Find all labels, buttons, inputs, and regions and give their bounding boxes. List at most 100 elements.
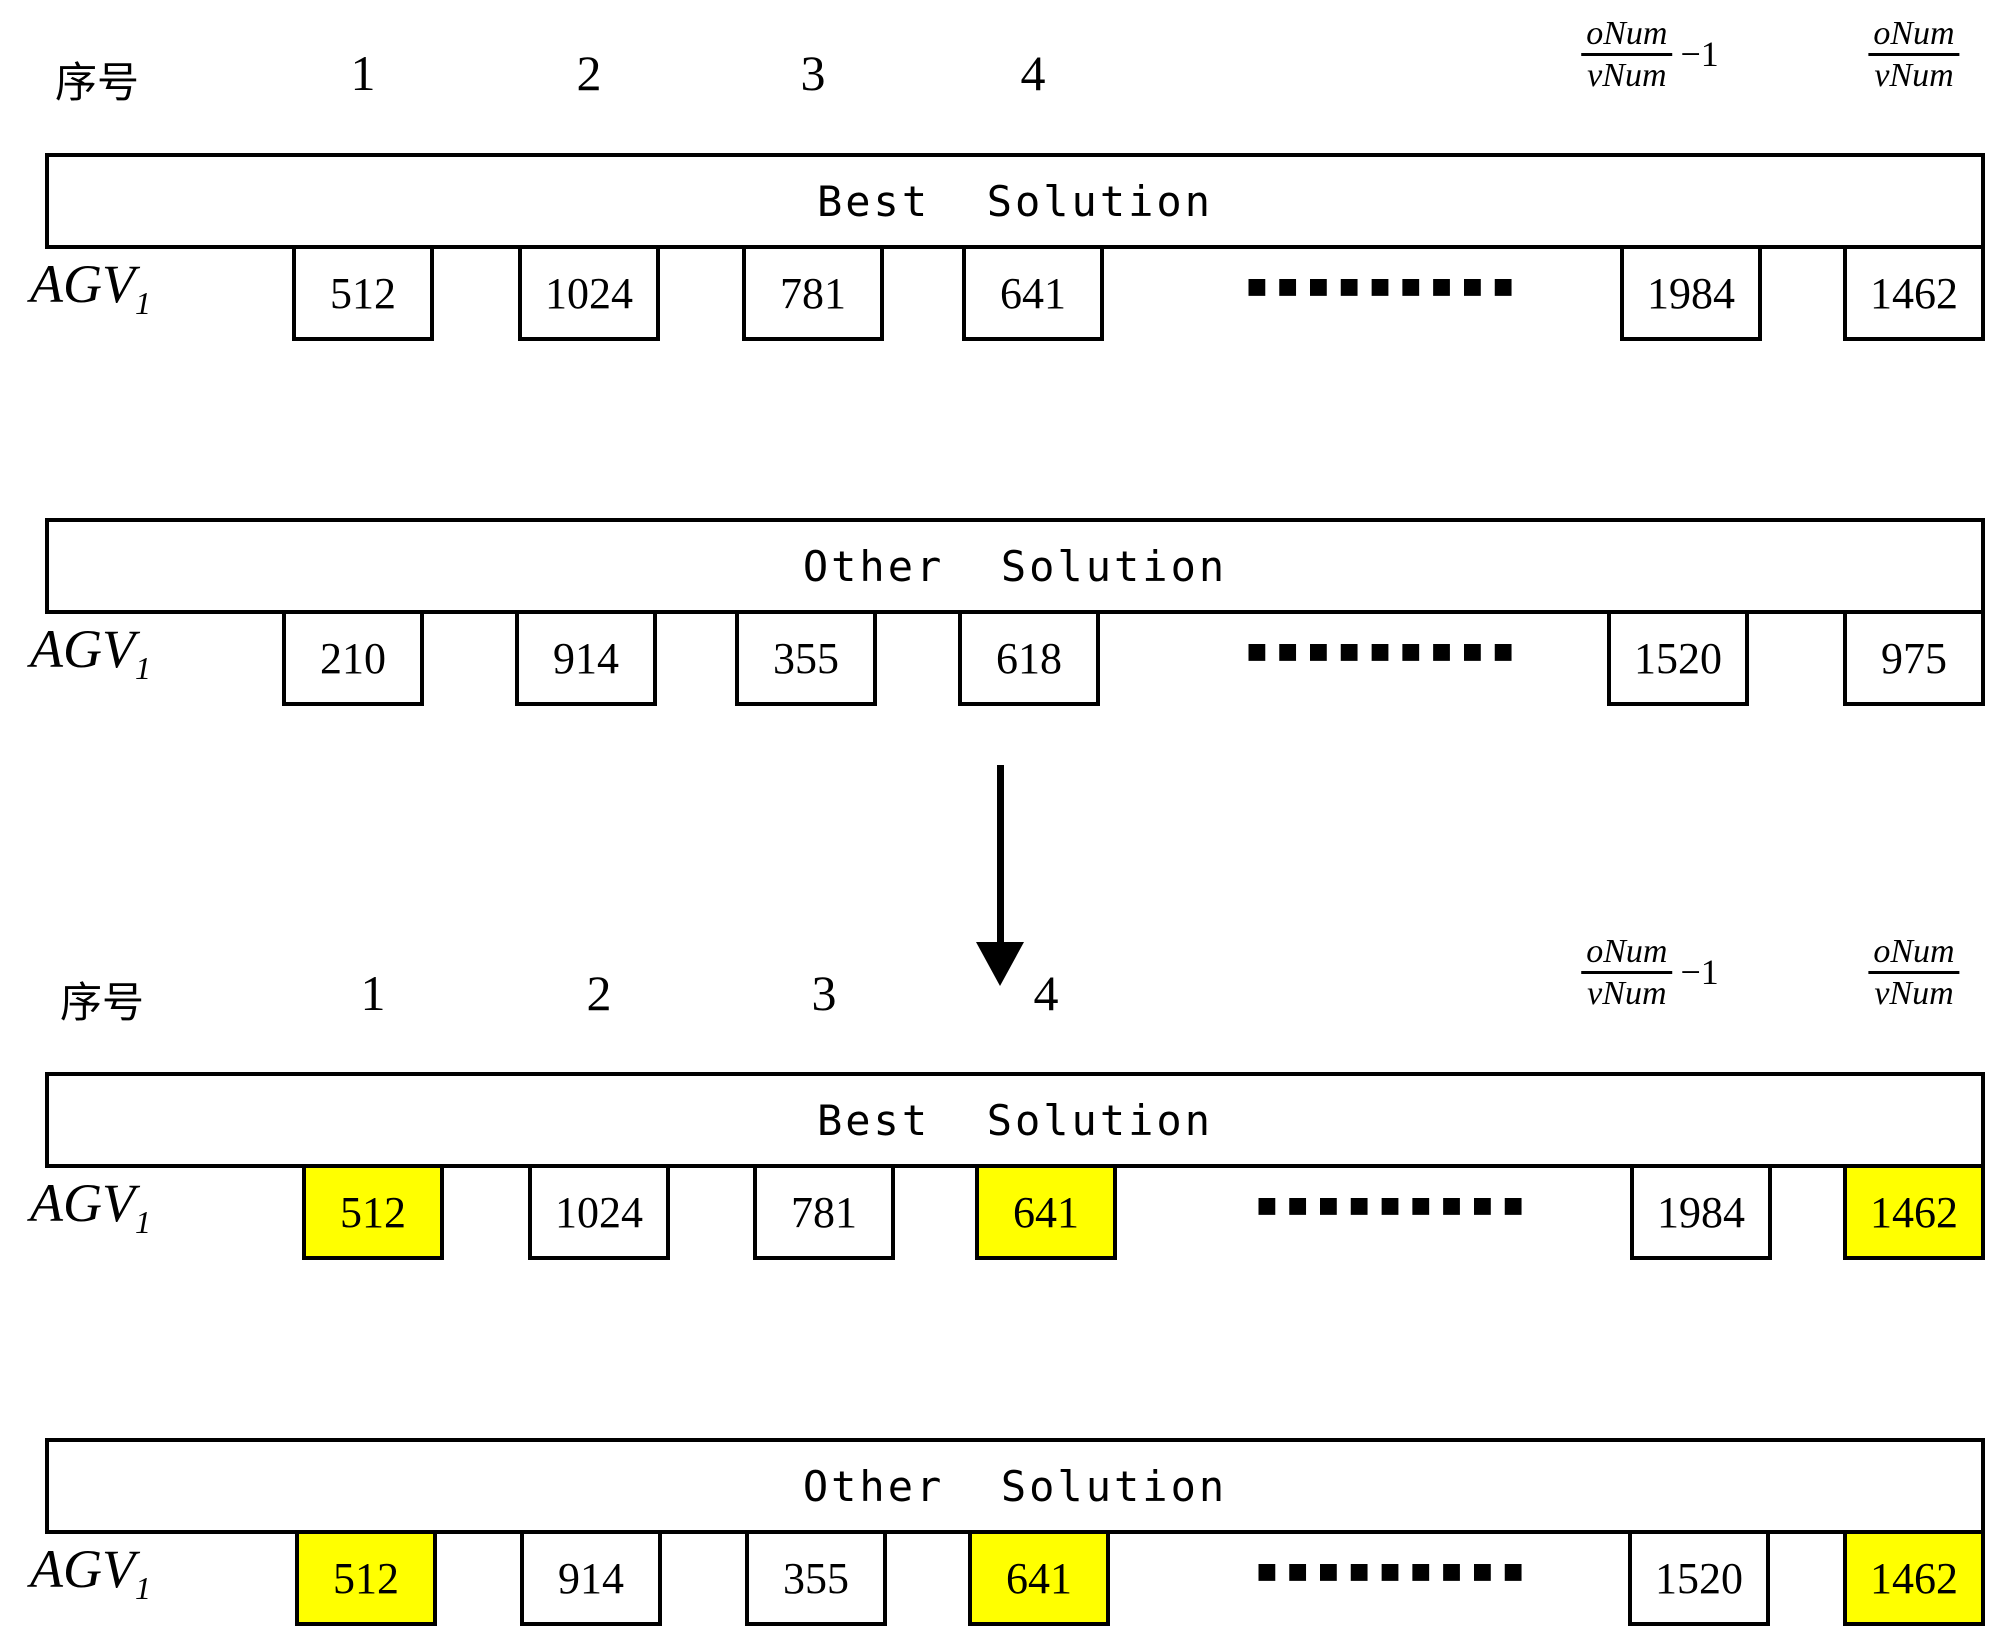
gene-cell: 914	[520, 1530, 662, 1626]
agv-subscript: 1	[134, 1203, 151, 1240]
gene-value: 1462	[1870, 1553, 1958, 1603]
best-solution-bar-top: Best Solution	[45, 153, 1985, 249]
gene-cell: 512	[295, 1530, 437, 1626]
gene-value: 210	[320, 633, 386, 683]
arrow-head-icon	[976, 942, 1024, 986]
gene-cell: 781	[742, 245, 884, 341]
index-fraction: oNum vNum	[1868, 14, 1960, 95]
fraction-denominator: vNum	[1874, 57, 1954, 95]
gene-cell: 641	[962, 245, 1104, 341]
agv-text: AGV	[30, 619, 135, 679]
gene-cell: 512	[302, 1164, 444, 1260]
fraction: oNum vNum	[1581, 14, 1673, 95]
gene-cell: 1024	[518, 245, 660, 341]
gene-value: 1984	[1657, 1187, 1745, 1237]
index-1: 1	[360, 965, 386, 1021]
ellipsis-dots: ■■■■■■■■■	[1246, 639, 1524, 664]
gene-value: 975	[1881, 633, 1947, 683]
gene-cell: 1024	[528, 1164, 670, 1260]
gene-value: 641	[1000, 268, 1066, 318]
gene-value: 618	[996, 633, 1062, 683]
gene-value: 512	[333, 1553, 399, 1603]
agv-text: AGV	[30, 1539, 135, 1599]
ellipsis-dots: ■■■■■■■■■	[1256, 1559, 1534, 1584]
sequence-number-label: 序号	[60, 978, 145, 1027]
gene-value: 1024	[555, 1187, 643, 1237]
fraction: oNum vNum	[1868, 932, 1960, 1013]
index-fraction-minus-one: oNum vNum −1	[1581, 932, 1719, 1013]
gene-cell: 1520	[1607, 610, 1749, 706]
gene-value: 1984	[1647, 268, 1735, 318]
row-label-agv1: AGV1	[30, 1539, 151, 1606]
gene-cell: 1462	[1843, 1530, 1985, 1626]
gene-cell: 1520	[1628, 1530, 1770, 1626]
row-label-agv1: AGV1	[30, 619, 151, 686]
gene-value: 781	[780, 268, 846, 318]
agv-subscript: 1	[134, 284, 151, 321]
gene-value: 1024	[545, 268, 633, 318]
other-solution-bar-top: Other Solution	[45, 518, 1985, 614]
index-fraction-minus-one: oNum vNum −1	[1581, 14, 1719, 95]
agv-text: AGV	[30, 1173, 135, 1233]
fraction-suffix: −1	[1680, 951, 1719, 992]
agv-subscript: 1	[134, 1569, 151, 1606]
gene-value: 1520	[1655, 1553, 1743, 1603]
gene-cell: 1462	[1843, 1164, 1985, 1260]
fraction: oNum vNum	[1581, 932, 1673, 1013]
ellipsis-dots: ■■■■■■■■■	[1246, 274, 1524, 299]
fraction-denominator: vNum	[1874, 975, 1954, 1013]
gene-cell: 512	[292, 245, 434, 341]
index-fraction: oNum vNum	[1868, 932, 1960, 1013]
index-4: 4	[1020, 45, 1046, 101]
bar-title: Best Solution	[816, 1095, 1213, 1145]
fraction-numerator: oNum	[1868, 932, 1960, 975]
ellipsis-dots: ■■■■■■■■■	[1256, 1193, 1534, 1218]
gene-cell: 641	[968, 1530, 1110, 1626]
bar-title: Other Solution	[802, 1461, 1228, 1511]
gene-value: 641	[1013, 1187, 1079, 1237]
fraction-denominator: vNum	[1587, 975, 1667, 1013]
fraction-numerator: oNum	[1868, 14, 1960, 57]
gene-value: 512	[340, 1187, 406, 1237]
agv-text: AGV	[30, 254, 135, 314]
gene-cell: 975	[1843, 610, 1985, 706]
gene-cell: 355	[735, 610, 877, 706]
index-4: 4	[1033, 965, 1059, 1021]
bar-title: Best Solution	[816, 176, 1213, 226]
gene-value: 512	[330, 268, 396, 318]
fraction-numerator: oNum	[1581, 14, 1673, 57]
index-3: 3	[800, 45, 826, 101]
gene-value: 641	[1006, 1553, 1072, 1603]
bar-title: Other Solution	[802, 541, 1228, 591]
gene-value: 355	[773, 633, 839, 683]
fraction: oNum vNum	[1868, 14, 1960, 95]
index-1: 1	[350, 45, 376, 101]
gene-cell: 781	[753, 1164, 895, 1260]
agv-subscript: 1	[134, 649, 151, 686]
gene-cell: 618	[958, 610, 1100, 706]
index-2: 2	[576, 45, 602, 101]
index-3: 3	[811, 965, 837, 1021]
gene-value: 1520	[1634, 633, 1722, 683]
gene-cell: 210	[282, 610, 424, 706]
gene-value: 781	[791, 1187, 857, 1237]
gene-value: 1462	[1870, 268, 1958, 318]
row-label-agv1: AGV1	[30, 1173, 151, 1240]
gene-value: 355	[783, 1553, 849, 1603]
index-2: 2	[586, 965, 612, 1021]
fraction-numerator: oNum	[1581, 932, 1673, 975]
best-solution-bar-bottom: Best Solution	[45, 1072, 1985, 1168]
other-solution-bar-bottom: Other Solution	[45, 1438, 1985, 1534]
gene-cell: 1462	[1843, 245, 1985, 341]
gene-value: 914	[558, 1553, 624, 1603]
gene-cell: 1984	[1620, 245, 1762, 341]
gene-value: 1462	[1870, 1187, 1958, 1237]
gene-cell: 641	[975, 1164, 1117, 1260]
gene-cell: 355	[745, 1530, 887, 1626]
fraction-denominator: vNum	[1587, 57, 1667, 95]
gene-value: 914	[553, 633, 619, 683]
arrow-shaft	[997, 765, 1004, 945]
fraction-suffix: −1	[1680, 33, 1719, 74]
sequence-number-label: 序号	[55, 58, 140, 107]
